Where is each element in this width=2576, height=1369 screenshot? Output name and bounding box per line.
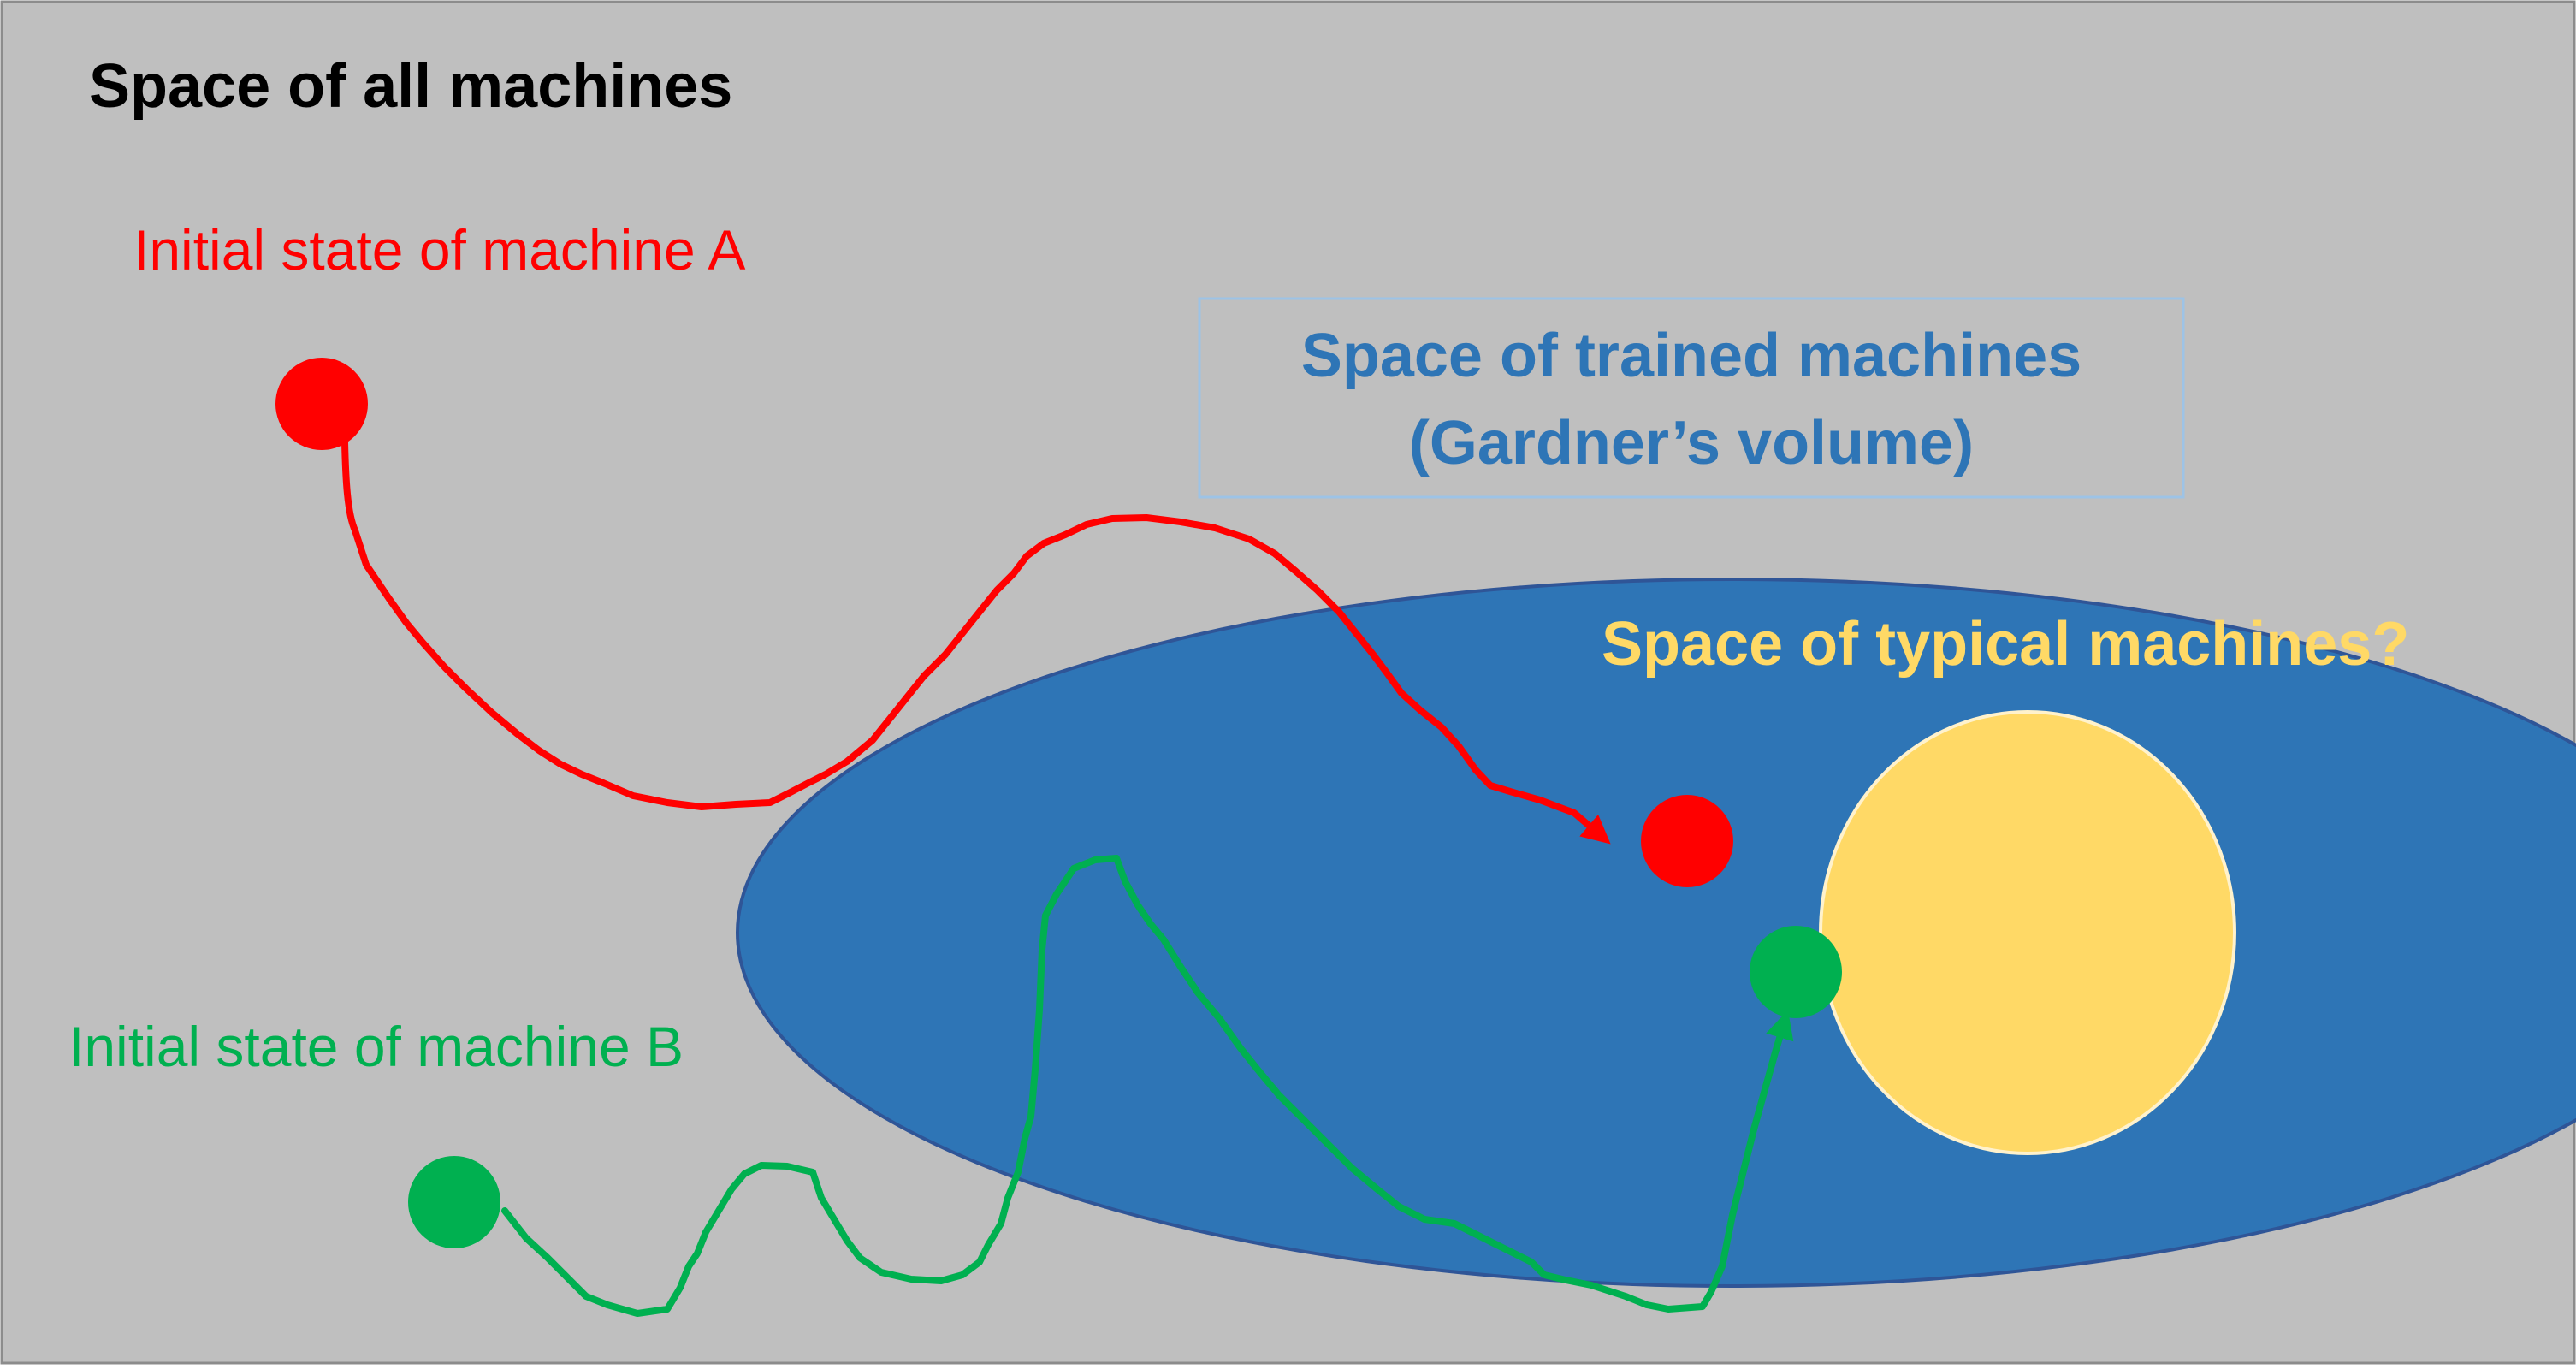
machine-a-initial-state (275, 358, 368, 450)
machine-b-label: Initial state of machine B (68, 1015, 684, 1078)
typical-machines-region (1819, 710, 2236, 1155)
trained-machines-label-box (1198, 297, 2185, 499)
machine-a-final-state (1641, 795, 1733, 887)
diagram-title: Space of all machines (89, 52, 732, 121)
typical-machines-label: Space of typical machines? (1602, 610, 2409, 679)
machine-b-trajectory (501, 855, 1794, 1317)
machine-b-final-state (1750, 926, 1842, 1018)
machine-a-label: Initial state of machine A (133, 218, 745, 282)
machine-b-initial-state (408, 1156, 500, 1248)
machine-a-trajectory (341, 439, 1611, 845)
trained-machines-label-line1: Space of trained machines (1301, 322, 2082, 390)
trained-machines-label-line2: (Gardner’s volume) (1409, 409, 1974, 477)
